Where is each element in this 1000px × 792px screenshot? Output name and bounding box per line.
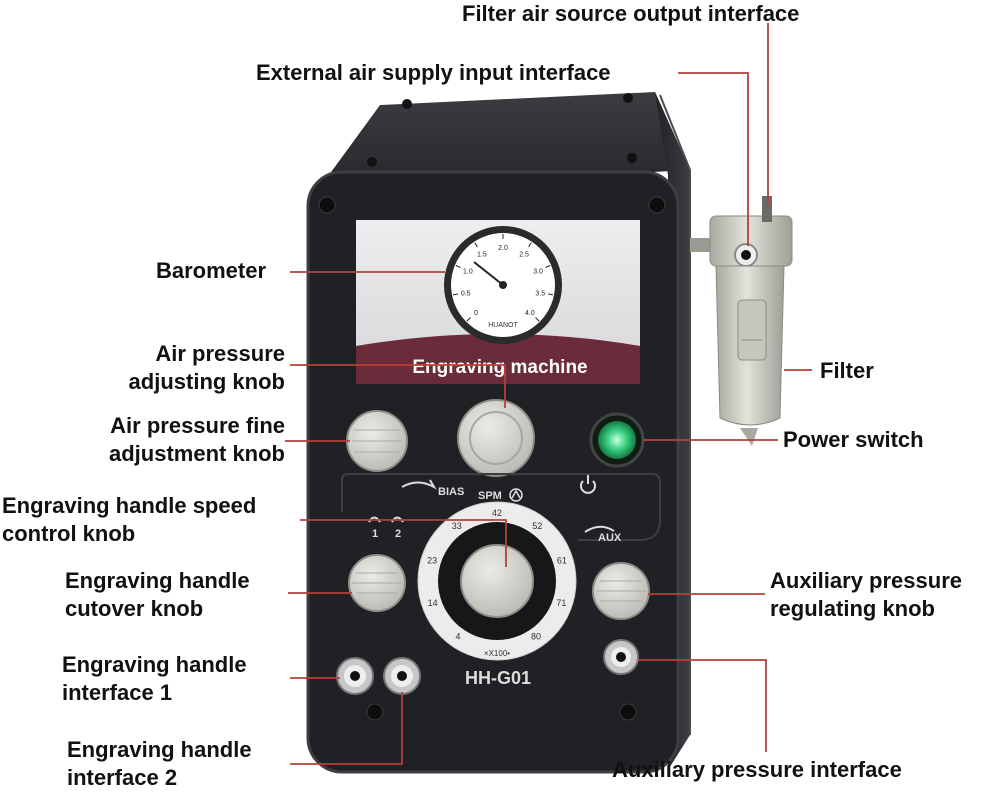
speed-dial-number: 14 — [428, 598, 438, 608]
barometer-tick-label: 3.5 — [535, 290, 545, 297]
label-filter: Filter — [820, 358, 874, 383]
speed-dial-number: 4 — [455, 632, 460, 642]
device-top — [318, 92, 690, 190]
power-icon — [580, 475, 596, 494]
handle-interface-1[interactable] — [336, 657, 374, 695]
screw — [366, 703, 384, 721]
label-aux-knob: Auxiliary pressure regulating knob — [770, 568, 962, 621]
barometer-tick-label: 0.5 — [461, 290, 471, 297]
leader-lines — [285, 23, 812, 765]
barometer-tick — [535, 317, 540, 322]
label-aux-interface: Auxiliary pressure interface — [612, 757, 902, 782]
speed-dial-number: 33 — [452, 521, 462, 531]
label-handle-interface-1: Engraving handle interface 1 — [62, 652, 247, 705]
screw — [623, 93, 633, 103]
label-handle-interface-2: Engraving handle interface 2 — [67, 737, 252, 790]
filter-unit — [690, 196, 793, 446]
speed-dial-number: 80 — [531, 632, 541, 642]
barometer-tick — [548, 293, 554, 296]
label-external-input: External air supply input interface — [256, 60, 611, 85]
screw — [627, 153, 637, 163]
speed-dial-number: 23 — [427, 556, 437, 566]
barometer-tick-label: 1.5 — [477, 251, 487, 258]
aux-label: AUX — [598, 532, 622, 544]
handle-interface-2[interactable] — [383, 657, 421, 695]
label-power-switch: Power switch — [783, 427, 924, 452]
label-filter-output: Filter air source output interface — [462, 1, 800, 26]
screw — [367, 157, 377, 167]
label-cutover-knob: Engraving handle cutover knob — [65, 568, 250, 621]
barometer-tick — [455, 265, 461, 268]
panel-title: Engraving machine — [412, 357, 587, 378]
spm-arrow-icon — [509, 488, 523, 502]
barometer-tick-label: 1.0 — [463, 269, 473, 276]
bias-arrow-icon — [401, 479, 437, 490]
panel-divider — [341, 473, 661, 541]
speed-dial-number: 71 — [556, 598, 566, 608]
screw — [402, 99, 412, 109]
barometer-needle — [473, 261, 504, 286]
barometer-tick — [545, 265, 551, 268]
aux-pressure-interface[interactable] — [603, 639, 639, 675]
barometer-tick — [474, 242, 478, 248]
barometer-tick-label: 3.0 — [533, 269, 543, 276]
barometer-tick — [528, 242, 532, 248]
handle-2-label: 2 — [395, 528, 401, 540]
screw — [619, 703, 637, 721]
spm-label: SPM — [478, 490, 502, 502]
barometer-scale: 0 0.5 1.0 1.5 2.0 2.5 3.0 3.5 4.0 — [452, 234, 554, 322]
screw — [318, 196, 336, 214]
aux-arrow-icon — [584, 525, 615, 533]
barometer-tick-label: 2.5 — [519, 251, 529, 258]
speed-control-knob[interactable] — [460, 544, 534, 618]
handle-1-label: 1 — [372, 528, 378, 540]
barometer-tick-label: 0 — [474, 310, 478, 317]
speed-dial-number: 52 — [532, 521, 542, 531]
label-fine-knob: Air pressure fine adjustment knob — [108, 413, 285, 466]
speed-dial-scale: 4 14 23 33 42 52 61 71 80 — [427, 508, 567, 642]
model-label: HH-G01 — [465, 668, 531, 688]
speed-dial-number: 61 — [557, 556, 567, 566]
barometer-tick — [452, 293, 458, 296]
bias-label: BIAS — [438, 486, 464, 498]
barometer-tick — [466, 317, 471, 322]
barometer-tick-label: 2.0 — [498, 245, 508, 252]
label-air-pressure-knob: Air pressure adjusting knob — [128, 341, 285, 394]
screw — [648, 196, 666, 214]
speed-dial-number: 42 — [492, 508, 502, 518]
barometer-tick-label: 4.0 — [525, 310, 535, 317]
label-speed-knob: Engraving handle speed control knob — [2, 493, 257, 546]
title-band — [356, 334, 640, 384]
speed-unit: ×X100• — [484, 649, 510, 658]
power-glow — [598, 421, 636, 459]
label-barometer: Barometer — [156, 258, 267, 283]
barometer-brand: HUANOT — [488, 322, 518, 329]
